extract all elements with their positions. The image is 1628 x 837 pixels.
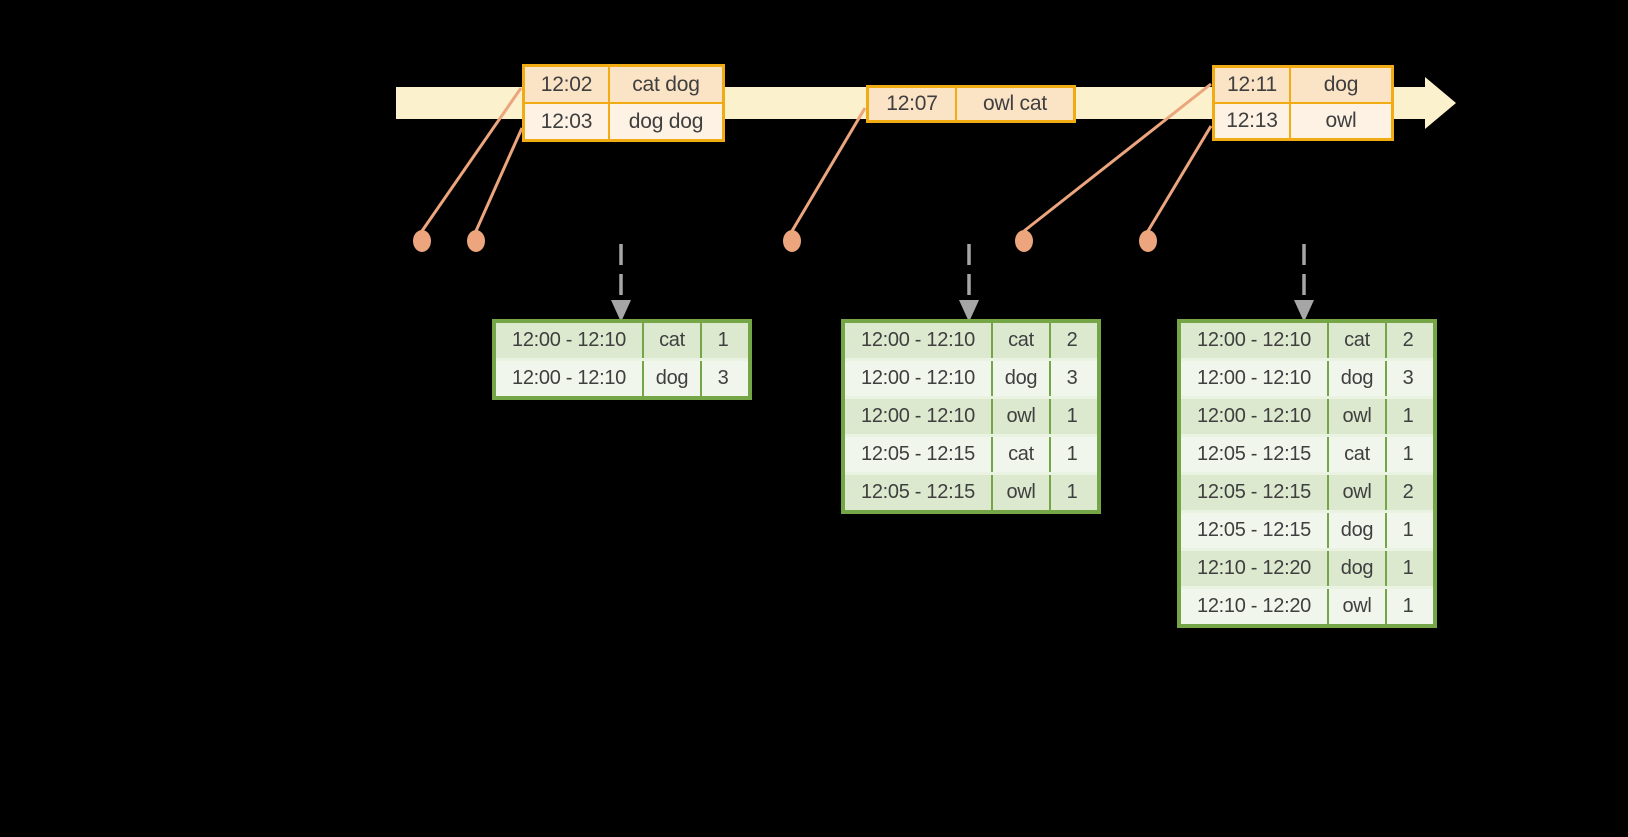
result-row: 12:10 - 12:20 owl 1 — [1181, 586, 1433, 624]
word-cell: cat — [1327, 437, 1385, 472]
word-cell: owl — [1327, 589, 1385, 624]
event-time-cell: 12:03 — [540, 110, 593, 133]
count-cell: 1 — [1049, 399, 1093, 434]
window-cell: 12:00 - 12:10 — [861, 367, 975, 389]
connector-line — [1146, 125, 1213, 232]
window-cell: 12:05 - 12:15 — [1197, 481, 1311, 503]
word-cell: owl — [991, 475, 1049, 510]
event-row: 12:13 owl — [1215, 104, 1391, 138]
window-cell: 12:05 - 12:15 — [1197, 519, 1311, 541]
event-words-cell: dog — [1289, 68, 1391, 102]
event-dot — [467, 230, 485, 252]
window-cell: 12:00 - 12:10 — [861, 329, 975, 351]
count-cell: 3 — [1049, 361, 1093, 396]
result-row: 12:00 - 12:10 dog 3 — [845, 358, 1097, 396]
trigger-arrowhead-icon — [959, 300, 979, 322]
result-row: 12:10 - 12:20 dog 1 — [1181, 548, 1433, 586]
event-batch-table-3: 12:11 dog 12:13 owl — [1212, 65, 1394, 141]
event-words-cell: dog dog — [608, 104, 722, 139]
count-cell: 1 — [700, 323, 744, 358]
count-cell: 2 — [1385, 323, 1429, 358]
count-cell: 1 — [1385, 437, 1429, 472]
timeline-arrowhead-icon — [1425, 77, 1456, 129]
result-row: 12:05 - 12:15 owl 2 — [1181, 472, 1433, 510]
event-words-cell: owl cat — [955, 88, 1073, 120]
result-row: 12:00 - 12:10 cat 2 — [845, 323, 1097, 358]
trigger-arrows — [611, 244, 1314, 322]
count-cell: 1 — [1049, 475, 1093, 510]
result-row: 12:05 - 12:15 cat 1 — [845, 434, 1097, 472]
event-words-cell: cat dog — [608, 67, 722, 102]
count-cell: 1 — [1385, 513, 1429, 548]
window-cell: 12:00 - 12:10 — [1197, 367, 1311, 389]
window-cell: 12:10 - 12:20 — [1197, 595, 1311, 617]
result-row: 12:00 - 12:10 dog 3 — [496, 358, 748, 396]
count-cell: 1 — [1385, 589, 1429, 624]
event-row: 12:07 owl cat — [869, 88, 1073, 120]
event-time-cell: 12:11 — [1227, 73, 1277, 96]
trigger-arrowhead-icon — [611, 300, 631, 322]
event-dot — [1139, 230, 1157, 252]
word-cell: dog — [1327, 361, 1385, 396]
connector-line — [790, 107, 867, 232]
window-cell: 12:05 - 12:15 — [861, 443, 975, 465]
window-cell: 12:00 - 12:10 — [861, 405, 975, 427]
result-row: 12:00 - 12:10 cat 1 — [496, 323, 748, 358]
event-batch-table-2: 12:07 owl cat — [866, 85, 1076, 123]
event-time-cell: 12:13 — [1226, 109, 1278, 132]
count-cell: 3 — [700, 361, 744, 396]
window-cell: 12:00 - 12:10 — [512, 329, 626, 351]
word-cell: cat — [1327, 323, 1385, 358]
window-cell: 12:10 - 12:20 — [1197, 557, 1311, 579]
event-dot — [1015, 230, 1033, 252]
event-time-cell: 12:02 — [540, 73, 593, 96]
window-cell: 12:00 - 12:10 — [1197, 329, 1311, 351]
word-cell: cat — [642, 323, 700, 358]
connector-line — [474, 127, 524, 232]
count-cell: 2 — [1385, 475, 1429, 510]
event-row: 12:03 dog dog — [525, 104, 722, 139]
result-row: 12:00 - 12:10 owl 1 — [845, 396, 1097, 434]
result-table-1: 12:00 - 12:10 cat 1 12:00 - 12:10 dog 3 — [492, 319, 752, 400]
word-cell: dog — [1327, 551, 1385, 586]
window-cell: 12:05 - 12:15 — [1197, 443, 1311, 465]
count-cell: 1 — [1049, 437, 1093, 472]
result-table-3: 12:00 - 12:10 cat 2 12:00 - 12:10 dog 3 … — [1177, 319, 1437, 628]
connector-line — [420, 87, 523, 232]
window-cell: 12:00 - 12:10 — [512, 367, 626, 389]
word-cell: cat — [991, 437, 1049, 472]
word-cell: owl — [991, 399, 1049, 434]
result-row: 12:05 - 12:15 cat 1 — [1181, 434, 1433, 472]
result-row: 12:00 - 12:10 dog 3 — [1181, 358, 1433, 396]
window-cell: 12:05 - 12:15 — [861, 481, 975, 503]
result-table-2: 12:00 - 12:10 cat 2 12:00 - 12:10 dog 3 … — [841, 319, 1101, 514]
count-cell: 1 — [1385, 399, 1429, 434]
connector-line — [1023, 82, 1212, 233]
word-cell: dog — [991, 361, 1049, 396]
result-row: 12:00 - 12:10 owl 1 — [1181, 396, 1433, 434]
result-row: 12:05 - 12:15 owl 1 — [845, 472, 1097, 510]
event-dot — [783, 230, 801, 252]
result-row: 12:05 - 12:15 dog 1 — [1181, 510, 1433, 548]
result-row: 12:00 - 12:10 cat 2 — [1181, 323, 1433, 358]
event-dot — [413, 230, 431, 252]
word-cell: owl — [1327, 399, 1385, 434]
event-row: 12:02 cat dog — [525, 67, 722, 102]
count-cell: 3 — [1385, 361, 1429, 396]
word-cell: cat — [991, 323, 1049, 358]
event-row: 12:11 dog — [1215, 68, 1391, 102]
event-words-cell: owl — [1289, 104, 1391, 138]
trigger-arrowhead-icon — [1294, 300, 1314, 322]
event-batch-table-1: 12:02 cat dog 12:03 dog dog — [522, 64, 725, 142]
word-cell: dog — [642, 361, 700, 396]
word-cell: dog — [1327, 513, 1385, 548]
count-cell: 2 — [1049, 323, 1093, 358]
event-time-cell: 12:07 — [886, 92, 938, 115]
word-cell: owl — [1327, 475, 1385, 510]
window-cell: 12:00 - 12:10 — [1197, 405, 1311, 427]
count-cell: 1 — [1385, 551, 1429, 586]
